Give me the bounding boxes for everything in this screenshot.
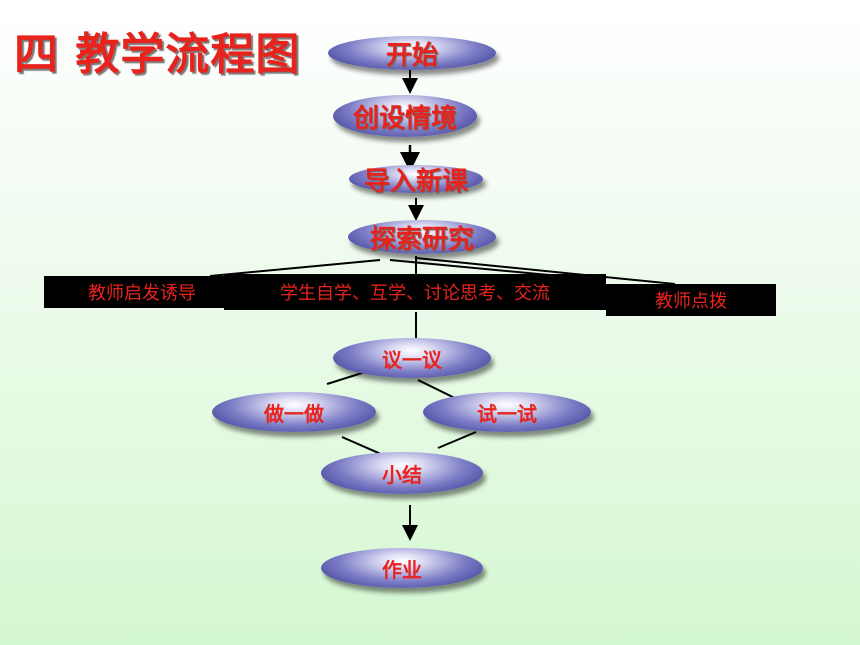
node-intro-lesson: 导入新课 bbox=[349, 165, 483, 197]
node-explore: 探索研究 bbox=[348, 220, 496, 255]
page-title: 四 教学流程图 bbox=[14, 29, 301, 80]
box-teacher-point: 教师点拨 bbox=[606, 284, 776, 316]
line-explore-to-left-box bbox=[209, 259, 381, 277]
node-do: 做一做 bbox=[212, 392, 376, 432]
node-summary: 小结 bbox=[321, 452, 483, 494]
line-explore-to-right-box bbox=[415, 257, 676, 285]
box-teacher-guide: 教师启发诱导 bbox=[44, 276, 240, 308]
node-start: 开始 bbox=[328, 36, 496, 71]
node-discuss: 议一议 bbox=[333, 338, 491, 378]
line-try-to-summary bbox=[437, 431, 477, 449]
box-student-activity: 学生自学、互学、讨论思考、交流 bbox=[224, 274, 606, 310]
node-create-scene: 创设情境 bbox=[333, 95, 477, 137]
line-explore-to-mid-box bbox=[389, 259, 561, 277]
node-try: 试一试 bbox=[423, 392, 591, 432]
node-homework: 作业 bbox=[321, 548, 483, 588]
